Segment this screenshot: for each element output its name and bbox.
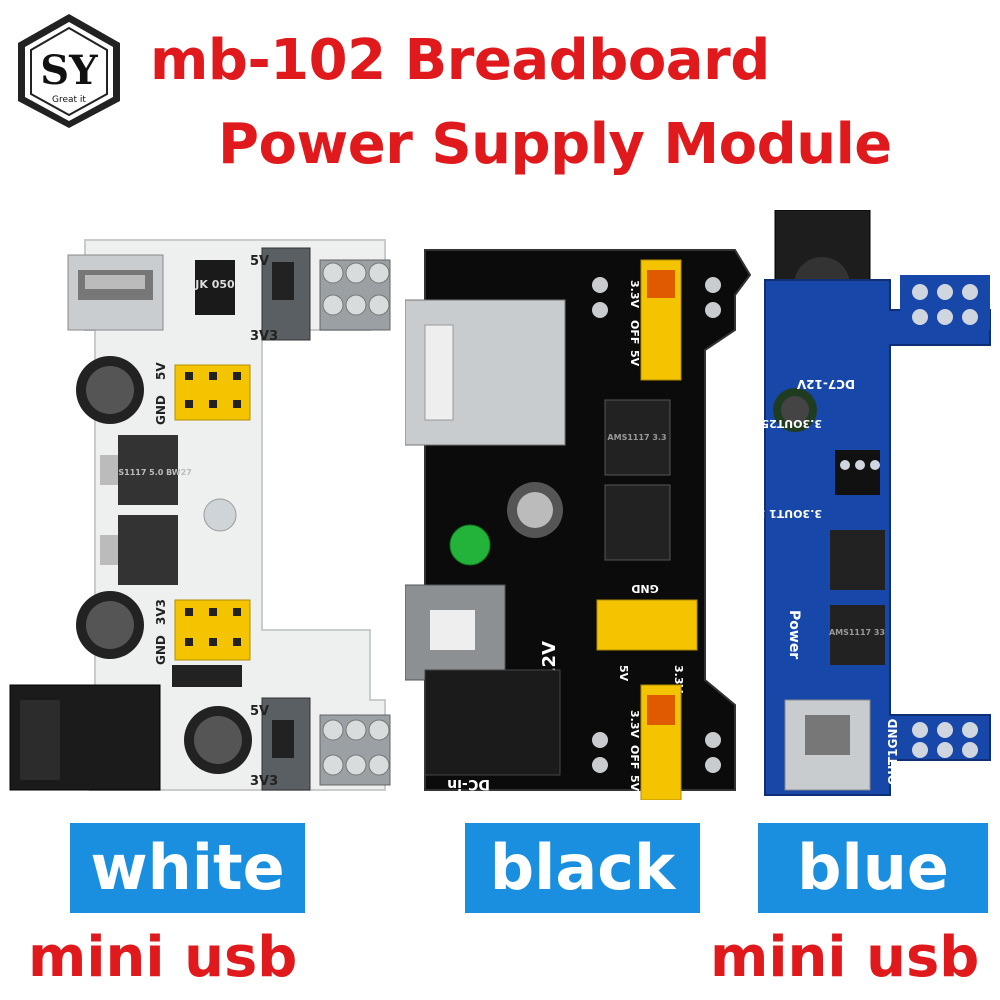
svg-text:OFF: OFF bbox=[628, 320, 641, 344]
svg-text:3V3: 3V3 bbox=[154, 599, 168, 625]
svg-text:DC-in: DC-in bbox=[447, 776, 490, 792]
svg-text:3.3V: 3.3V bbox=[628, 710, 641, 738]
logo-tagline: Great it bbox=[52, 95, 86, 105]
svg-text:3.3OUT25V: 3.3OUT25V bbox=[752, 417, 822, 430]
svg-text:3.3V: 3.3V bbox=[628, 280, 641, 308]
svg-text:AMS1117 33: AMS1117 33 bbox=[829, 628, 885, 637]
svg-text:5V: 5V bbox=[617, 665, 630, 682]
svg-text:GND: GND bbox=[154, 635, 168, 665]
svg-text:5V: 5V bbox=[154, 362, 168, 380]
page-title-line2: Power Supply Module bbox=[218, 112, 892, 177]
white-power-module-image: JK 050 5V 3V3 5V GND AMS1117 5.0 BW27 3V… bbox=[9, 239, 391, 791]
svg-text:OUT2GND: OUT2GND bbox=[886, 214, 900, 280]
variant-blue-label: blue bbox=[758, 823, 988, 913]
page-title-line1: mb-102 Breadboard bbox=[150, 28, 770, 93]
svg-text:DC7-12V: DC7-12V bbox=[796, 377, 855, 391]
svg-text:JK 050: JK 050 bbox=[194, 278, 235, 291]
svg-text:AMS1117 3.3: AMS1117 3.3 bbox=[607, 433, 666, 442]
svg-text:5V: 5V bbox=[250, 254, 269, 269]
black-power-module-image: 3.3V OFF 5V AMS1117 3.3 GND 5V 3.3V 7-12… bbox=[405, 249, 752, 800]
svg-text:5V: 5V bbox=[628, 775, 641, 792]
svg-text:3V3: 3V3 bbox=[250, 329, 278, 344]
svg-text:Power: Power bbox=[786, 610, 802, 659]
variant-blue-usb-label: mini usb bbox=[710, 925, 980, 990]
svg-text:AMS1117 5.0 BW27: AMS1117 5.0 BW27 bbox=[104, 468, 192, 477]
blue-power-module-image: OUT2GND DC7-12V 3.3OUT25V 3.3OUT1 5V AMS… bbox=[750, 210, 991, 796]
variant-white-label: white bbox=[70, 823, 305, 913]
brand-logo: SY Great it bbox=[18, 14, 120, 128]
svg-text:3V3: 3V3 bbox=[250, 774, 278, 789]
variant-white-usb-label: mini usb bbox=[28, 925, 298, 990]
svg-text:3.3OUT1 5V: 3.3OUT1 5V bbox=[750, 507, 822, 520]
logo-text: SY bbox=[40, 47, 98, 94]
svg-text:5V: 5V bbox=[250, 704, 269, 719]
svg-text:5V: 5V bbox=[628, 350, 641, 367]
variant-black-label: black bbox=[465, 823, 700, 913]
svg-text:OFF: OFF bbox=[628, 745, 641, 769]
svg-text:OUT1GND: OUT1GND bbox=[886, 719, 900, 785]
svg-text:GND: GND bbox=[631, 582, 658, 595]
svg-text:GND: GND bbox=[154, 395, 168, 425]
